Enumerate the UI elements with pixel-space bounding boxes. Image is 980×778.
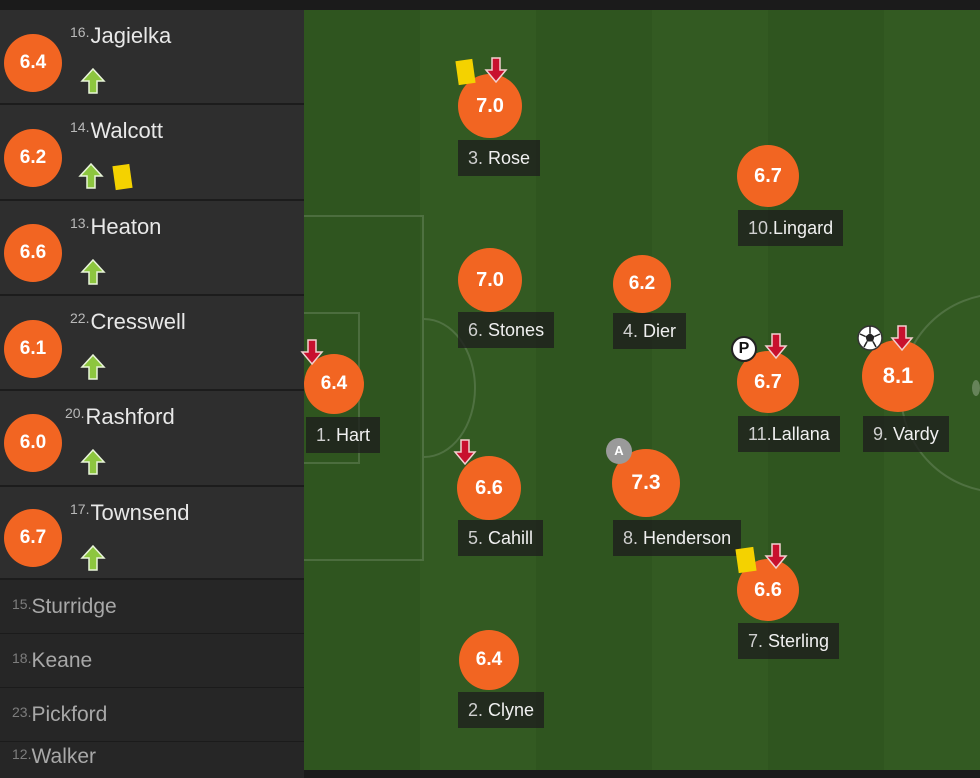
rating-badge: 6.7 bbox=[737, 145, 799, 207]
yellow-card-icon bbox=[455, 58, 476, 86]
player-name: 23.Pickford bbox=[12, 703, 108, 726]
player-name: 5. Cahill bbox=[458, 520, 544, 556]
penalty-icon: P bbox=[731, 336, 757, 362]
rating-badge: 6.2 bbox=[613, 255, 671, 313]
player-name: 4. Dier bbox=[613, 313, 687, 349]
substitutes-panel: 6.4 16.Jagielka 6.2 14.Walcott 6.6 13.He… bbox=[0, 0, 304, 778]
sub-on-arrow-icon bbox=[80, 448, 106, 475]
player-name: 14.Walcott bbox=[70, 118, 163, 143]
sub-on-arrow-icon bbox=[80, 544, 106, 571]
player-name: 2. Clyne bbox=[458, 692, 545, 728]
rating-badge: 7.0 bbox=[458, 74, 522, 138]
player-name: 3. Rose bbox=[458, 140, 541, 176]
player-name: 8. Henderson bbox=[613, 520, 742, 556]
yellow-card-icon bbox=[112, 163, 133, 191]
rating-badge: 6.4 bbox=[304, 354, 364, 414]
rating-badge: 6.6 bbox=[457, 456, 521, 520]
player-name: 13.Heaton bbox=[70, 214, 162, 239]
player-name: 1. Hart bbox=[306, 417, 381, 453]
rating-badge: 6.1 bbox=[4, 320, 62, 378]
pitch-bottom-edge bbox=[304, 770, 980, 778]
rating-badge: 6.6 bbox=[4, 224, 62, 282]
substitute-row[interactable]: 6.0 20.Rashford bbox=[0, 391, 304, 487]
rating-badge: 6.4 bbox=[4, 34, 62, 92]
sub-off-arrow-icon bbox=[890, 325, 914, 352]
player-name: 15.Sturridge bbox=[12, 595, 117, 618]
player-name: 10.Lingard bbox=[738, 210, 844, 246]
player-name: 6. Stones bbox=[458, 312, 555, 348]
sub-on-arrow-icon bbox=[80, 258, 106, 285]
rating-badge: 8.1 bbox=[862, 340, 934, 412]
unused-substitute-row[interactable]: 23.Pickford bbox=[0, 688, 304, 742]
player-name: 9. Vardy bbox=[863, 416, 949, 452]
sub-off-arrow-icon bbox=[764, 333, 788, 360]
rating-badge: 6.2 bbox=[4, 129, 62, 187]
goal-ball-icon bbox=[857, 325, 883, 351]
rating-badge: 6.6 bbox=[737, 559, 799, 621]
substitute-row[interactable]: 6.7 17.Townsend bbox=[0, 487, 304, 580]
substitute-row[interactable]: 6.1 22.Cresswell bbox=[0, 296, 304, 391]
unused-substitute-row[interactable]: 12.Walker bbox=[0, 742, 304, 778]
player-name: 17.Townsend bbox=[70, 500, 190, 525]
player-name: 18.Keane bbox=[12, 649, 93, 672]
substitute-row[interactable]: 6.6 13.Heaton bbox=[0, 201, 304, 296]
yellow-card-icon bbox=[735, 546, 757, 574]
player-name: 7. Sterling bbox=[738, 623, 840, 659]
sub-off-arrow-icon bbox=[453, 439, 477, 466]
substitute-row[interactable]: 6.4 16.Jagielka bbox=[0, 10, 304, 105]
player-name: 16.Jagielka bbox=[70, 23, 172, 48]
pitch-top-edge bbox=[304, 0, 980, 10]
rating-badge: 6.4 bbox=[459, 630, 519, 690]
sub-off-arrow-icon bbox=[484, 57, 508, 84]
rating-badge: 6.7 bbox=[4, 509, 62, 567]
penalty-area-line bbox=[304, 215, 424, 561]
captain-icon: A bbox=[606, 438, 632, 464]
sub-on-arrow-icon bbox=[80, 67, 106, 94]
sub-on-arrow-icon bbox=[78, 162, 104, 189]
player-name: 11.Lallana bbox=[738, 416, 840, 452]
unused-substitute-row[interactable]: 15.Sturridge bbox=[0, 580, 304, 634]
sub-off-arrow-icon bbox=[300, 339, 324, 366]
unused-substitute-row[interactable]: 18.Keane bbox=[0, 634, 304, 688]
substitute-row[interactable]: 6.2 14.Walcott bbox=[0, 105, 304, 201]
player-name: 12.Walker bbox=[12, 745, 97, 768]
sub-off-arrow-icon bbox=[764, 543, 788, 570]
rating-badge: 6.0 bbox=[4, 414, 62, 472]
rating-badge: 7.0 bbox=[458, 248, 522, 312]
player-name: 22.Cresswell bbox=[70, 309, 186, 334]
centre-spot bbox=[972, 380, 980, 396]
sub-on-arrow-icon bbox=[80, 353, 106, 380]
player-name: 20.Rashford bbox=[65, 404, 175, 429]
